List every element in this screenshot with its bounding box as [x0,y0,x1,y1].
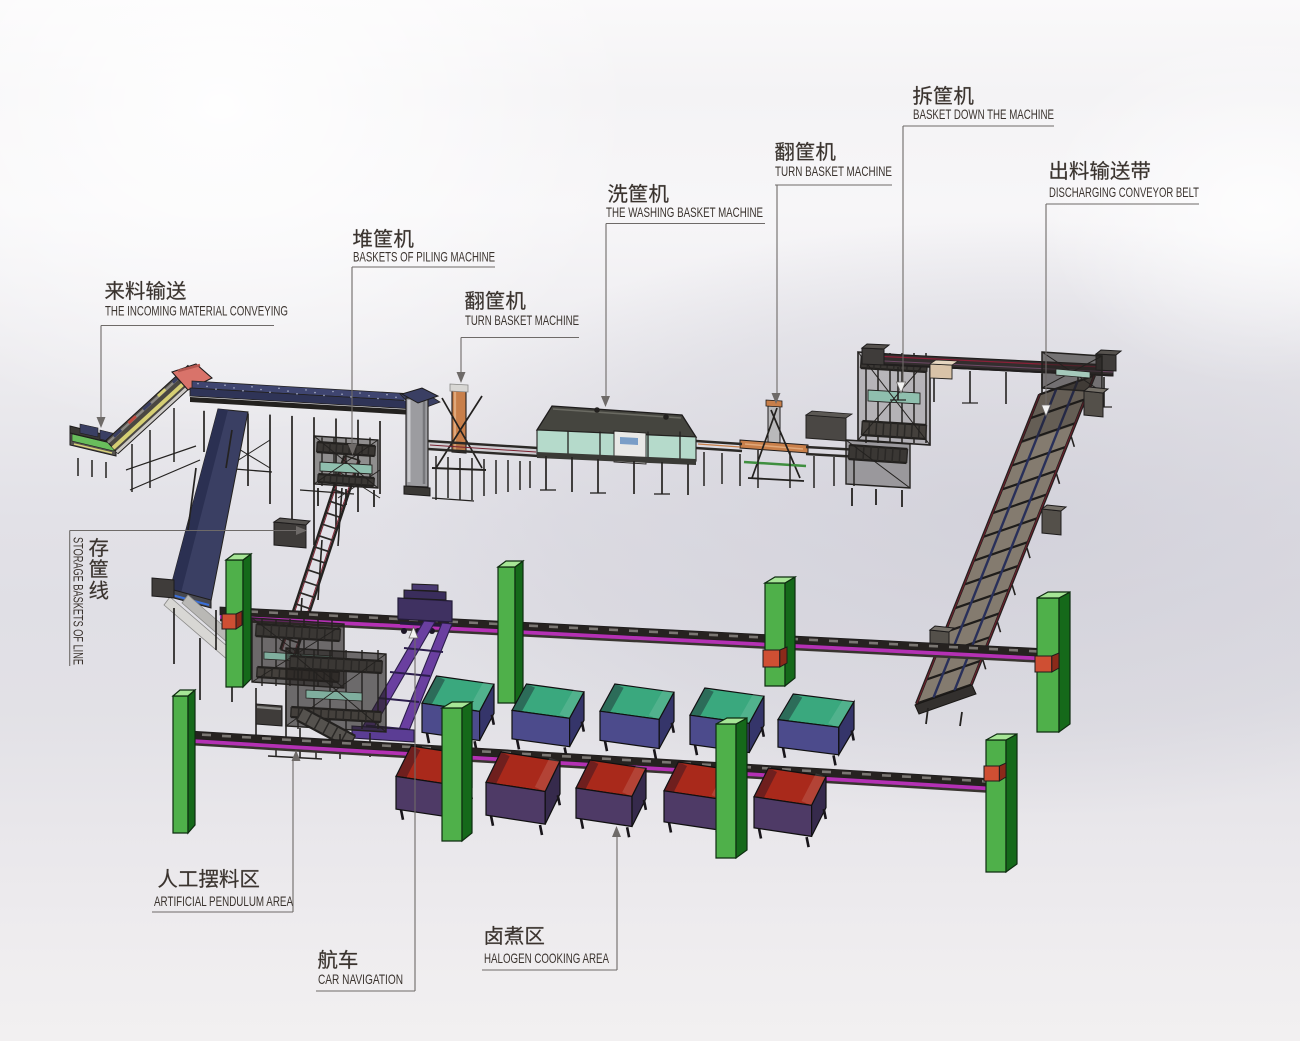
svg-text:DISCHARGING CONVEYOR BELT: DISCHARGING CONVEYOR BELT [1049,184,1199,200]
svg-text:CAR NAVIGATION: CAR NAVIGATION [318,971,403,987]
svg-text:TURN BASKET MACHINE: TURN BASKET MACHINE [465,312,579,328]
svg-text:TURN BASKET MACHINE: TURN BASKET MACHINE [775,163,892,179]
svg-text:ARTIFICIAL PENDULUM AREA: ARTIFICIAL PENDULUM AREA [154,893,293,909]
svg-text:BASKETS OF PILING MACHINE: BASKETS OF PILING MACHINE [353,249,495,265]
svg-text:BASKET DOWN THE MACHINE: BASKET DOWN THE MACHINE [913,106,1054,122]
svg-text:HALOGEN COOKING AREA: HALOGEN COOKING AREA [484,950,609,966]
svg-text:THE WASHING BASKET MACHINE: THE WASHING BASKET MACHINE [606,204,763,220]
svg-text:THE INCOMING MATERIAL CONVEYIN: THE INCOMING MATERIAL CONVEYING [105,303,288,319]
svg-text:STORAGE BASKETS OF LINE: STORAGE BASKETS OF LINE [71,537,87,665]
